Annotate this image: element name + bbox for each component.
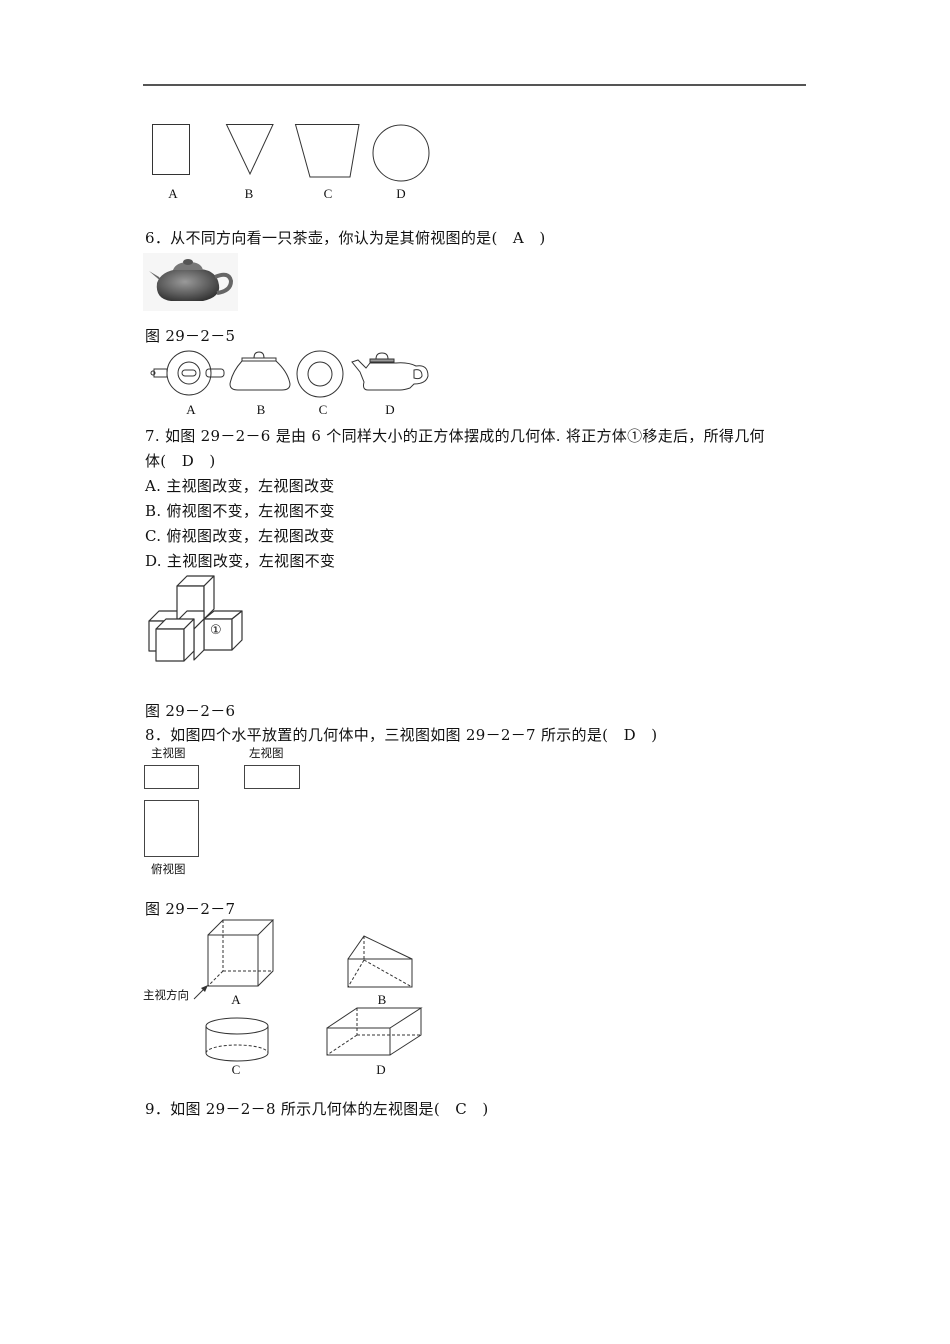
teapot-top-view-icon [150,350,225,396]
q6-option-label-c: C [318,402,328,417]
trapezoid-icon [294,124,360,178]
q5-option-label-d: D [396,186,406,201]
q5-option-label-b: B [244,186,254,201]
q6-option-label-b: B [256,402,266,417]
q7-option-b: B. 俯视图不变，左视图不变 [145,502,335,520]
header-rule [143,84,806,86]
cube-assembly-figure-icon [148,575,243,662]
triangular-prism-icon [347,935,413,988]
q8-figure-caption: 图 29－2－7 [145,900,236,918]
front-view-rectangle [144,765,199,789]
top-view-label: 俯视图 [151,862,186,876]
cube-solid-icon [207,919,275,987]
rectangle-icon [152,124,190,175]
q7-option-c: C. 俯视图改变，左视图改变 [145,527,335,545]
rectangular-box-icon [326,1007,423,1056]
q9-question: 9．如图 29－2－8 所示几何体的左视图是( C ) [145,1100,489,1118]
q6-question: 6．从不同方向看一只茶壶，你认为是其俯视图的是( A ) [145,229,546,247]
q7-figure-caption: 图 29－2－6 [145,702,236,720]
q7-question-line2: 体( D ) [145,452,216,470]
front-view-label: 主视图 [151,746,186,760]
q8-option-label-b: B [377,992,387,1007]
top-view-rectangle [144,800,199,857]
cylinder-icon [205,1017,269,1062]
q7-option-d: D. 主视图改变，左视图不变 [145,552,336,570]
circle-icon [372,124,430,182]
q7-question-line1: 7. 如图 29－2－6 是由 6 个同样大小的正方体摆成的几何体. 将正方体①… [145,427,765,445]
q6-figure-caption: 图 29－2－5 [145,327,236,345]
q8-question: 8．如图四个水平放置的几何体中，三视图如图 29－2－7 所示的是( D ) [145,726,658,744]
teapot-side-lid-view-icon [229,351,291,391]
left-view-rectangle [244,765,300,789]
teapot-photo-icon [143,253,238,311]
teapot-bottom-view-icon [296,350,344,398]
q8-option-label-d: D [376,1062,386,1077]
q7-option-a: A. 主视图改变，左视图改变 [145,477,335,495]
q5-option-label-a: A [168,186,178,201]
inverted-triangle-icon [225,124,274,176]
front-direction-label: 主视方向 [143,988,189,1002]
left-view-label: 左视图 [249,746,284,760]
q5-option-label-c: C [323,186,333,201]
teapot-front-view-icon [351,352,429,391]
direction-arrow-icon [193,985,208,1000]
q8-option-label-a: A [231,992,241,1007]
q6-option-label-d: D [385,402,395,417]
cube-number-marker: ① [210,623,222,638]
q6-option-label-a: A [186,402,196,417]
q8-option-label-c: C [231,1062,241,1077]
